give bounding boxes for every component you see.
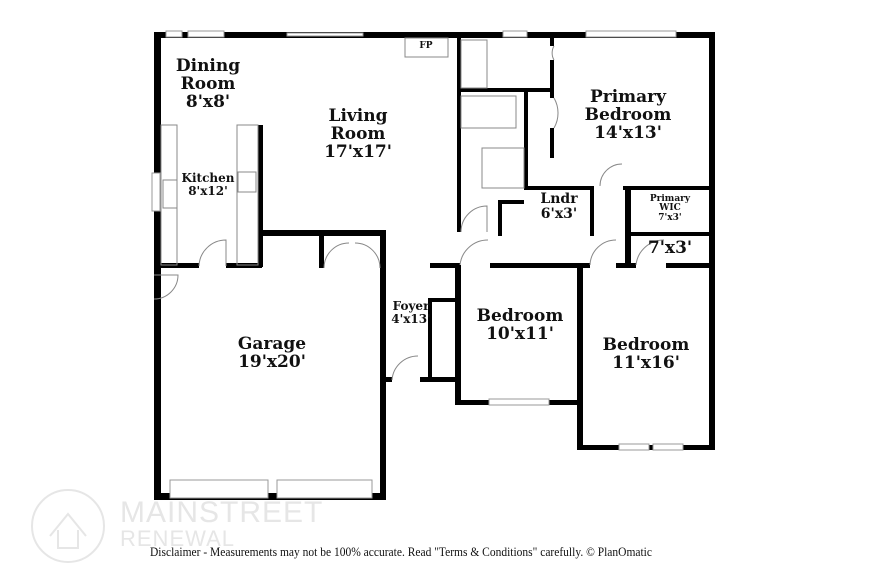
fixtures xyxy=(153,37,665,381)
room-size: 7'x3' xyxy=(658,212,682,223)
door-exterior xyxy=(153,274,179,300)
room-label-laundry: Lndr 6'x3' xyxy=(540,192,577,221)
room-name: Bedroom xyxy=(476,306,564,326)
room-label-primary-bedroom: Primary Bedroom 14'x13' xyxy=(584,87,672,143)
vanity xyxy=(481,147,525,189)
disclaimer: Disclaimer - Measurements may not be 100… xyxy=(150,545,652,559)
logo-text: MAINSTREET xyxy=(120,496,324,529)
room-label-foyer: Foyer 4'x13' xyxy=(391,300,431,325)
room-name: Room xyxy=(180,73,236,94)
room-size: 19'x20' xyxy=(238,351,306,372)
windows xyxy=(151,30,684,499)
room-label-kitchen: Kitchen 8'x12' xyxy=(182,172,235,197)
door-bedroom3 xyxy=(589,239,617,266)
room-name: Bedroom xyxy=(602,335,690,355)
door-wic xyxy=(599,163,623,187)
room-label-bedroom-3: Bedroom 11'x16' xyxy=(602,335,690,373)
logo-text: RENEWAL xyxy=(120,526,235,551)
room-name: Kitchen xyxy=(181,171,235,185)
room-name: WIC xyxy=(659,203,681,214)
room-label-closet: 7'x3' xyxy=(647,238,693,258)
stove xyxy=(237,171,257,193)
room-name: Living xyxy=(328,106,388,126)
room-name: Bedroom xyxy=(584,104,672,125)
sink xyxy=(162,179,178,209)
room-size: 8'x12' xyxy=(188,183,228,198)
door-bedroom2 xyxy=(459,239,489,266)
room-size: 14'x13' xyxy=(594,122,662,143)
room-label-bedroom-2: Bedroom 10'x11' xyxy=(476,306,564,344)
room-size: 6'x3' xyxy=(540,205,578,222)
room-name: Lndr xyxy=(540,191,578,207)
fireplace xyxy=(404,37,449,58)
fireplace-label: FP xyxy=(419,41,433,51)
room-name: Primary xyxy=(649,194,691,204)
door-primary xyxy=(553,97,559,129)
room-label-primary-wic: Primary WIC 7'x3' xyxy=(649,194,691,223)
door-front xyxy=(391,355,419,381)
door-bath xyxy=(460,205,488,233)
room-label-dining: Dining Room 8'x8' xyxy=(175,56,241,112)
room-size: 4'x13' xyxy=(391,311,431,326)
kitchen-counter-right xyxy=(236,124,259,266)
room-name: Foyer xyxy=(392,299,430,313)
room-name: Garage xyxy=(237,334,307,354)
room-size: 10'x11' xyxy=(486,323,554,344)
room-size: 17'x17' xyxy=(324,141,392,162)
room-name: Dining xyxy=(175,56,241,76)
door-kitchen xyxy=(198,239,227,267)
room-size: 8'x8' xyxy=(185,91,231,112)
bathtub xyxy=(460,95,517,129)
shower xyxy=(460,39,488,89)
room-name: Room xyxy=(330,123,386,144)
room-label-living: Living Room 17'x17' xyxy=(324,106,392,162)
door-garage xyxy=(323,242,381,269)
room-name: Primary xyxy=(589,87,667,107)
room-label-garage: Garage 19'x20' xyxy=(237,334,307,372)
logo-icon xyxy=(31,489,105,563)
room-size: 11'x16' xyxy=(612,352,680,373)
